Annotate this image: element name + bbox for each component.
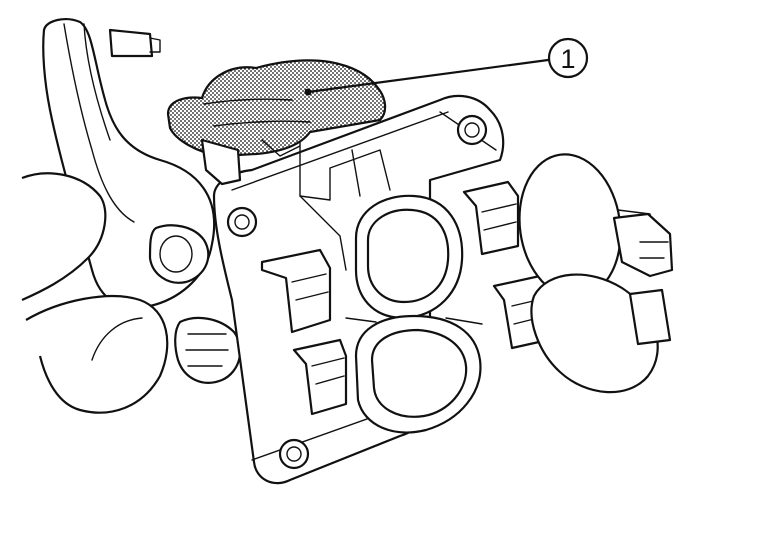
intake-runners: [21, 18, 242, 414]
right-discs: [518, 153, 674, 394]
bolts: [226, 114, 488, 470]
injector-connectors: [260, 180, 550, 416]
callout-1-number: 1: [560, 44, 575, 74]
callout-1: 1: [304, 37, 589, 96]
ports: [345, 194, 483, 434]
callout-1-ring: [547, 37, 589, 79]
part-1-component: [166, 59, 387, 186]
callout-1-leader: [306, 58, 550, 94]
callout-1-tip: [304, 88, 312, 96]
